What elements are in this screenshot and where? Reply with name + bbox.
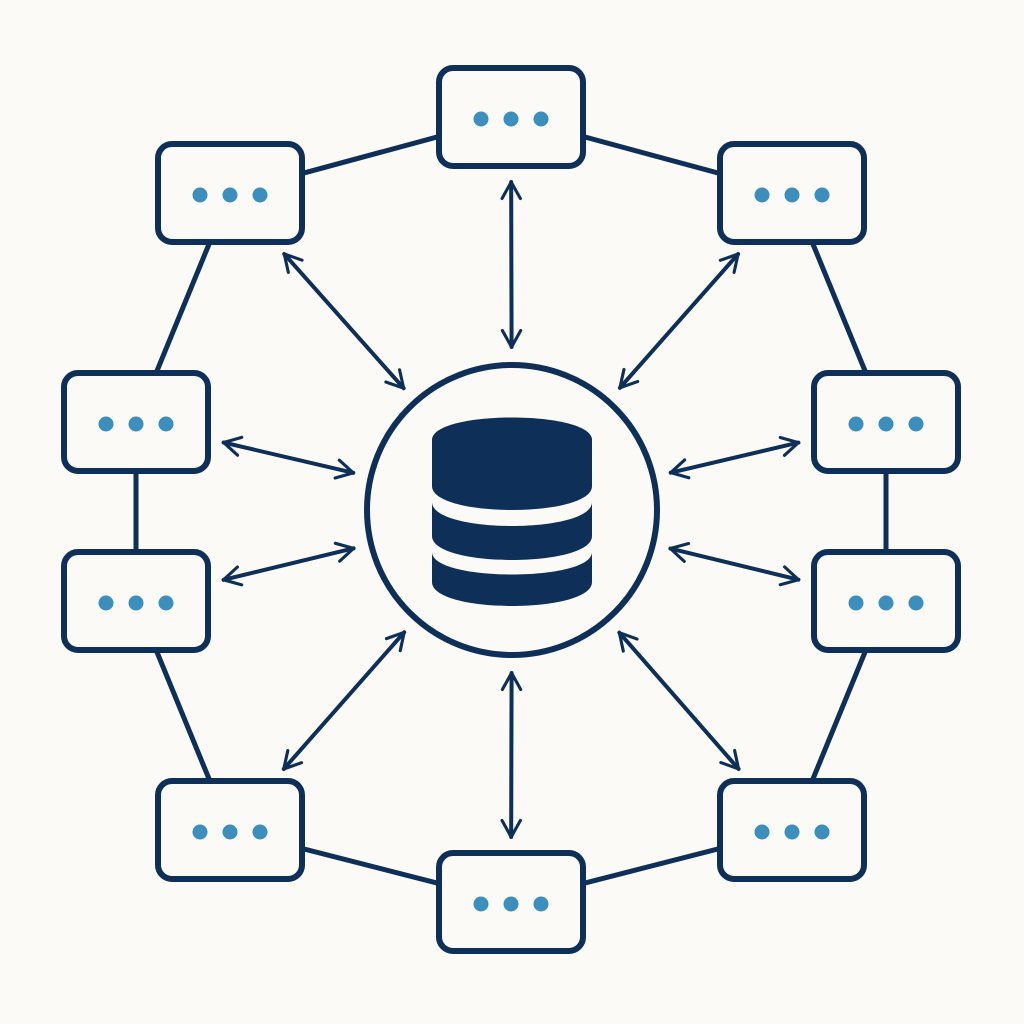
dot — [98, 595, 114, 611]
hub-spokes — [221, 179, 801, 840]
node-box — [61, 549, 211, 653]
dot — [908, 416, 924, 432]
bidirectional-arrow — [282, 251, 406, 391]
node-box — [717, 778, 867, 882]
bidirectional-arrow — [221, 435, 356, 480]
node-box — [61, 370, 211, 474]
dot — [784, 187, 800, 203]
ellipsis-dots-icon — [754, 824, 830, 840]
dot — [848, 595, 864, 611]
dot — [473, 111, 489, 127]
ellipsis-dots-icon — [848, 416, 924, 432]
ellipsis-dots-icon — [192, 824, 268, 840]
database-hub — [364, 362, 660, 658]
dot — [878, 595, 894, 611]
dot — [128, 416, 144, 432]
node-box — [717, 141, 867, 245]
client-nodes — [61, 65, 961, 954]
bidirectional-arrow — [668, 541, 801, 587]
dot — [878, 416, 894, 432]
dot — [222, 187, 238, 203]
dot — [784, 824, 800, 840]
dot — [222, 824, 238, 840]
dot — [814, 824, 830, 840]
ellipsis-dots-icon — [473, 111, 549, 127]
ellipsis-dots-icon — [98, 595, 174, 611]
dot — [754, 824, 770, 840]
node-box — [155, 778, 305, 882]
ellipsis-dots-icon — [192, 187, 268, 203]
database-icon — [432, 417, 592, 606]
node-box — [811, 370, 961, 474]
dot — [98, 416, 114, 432]
dot — [908, 595, 924, 611]
dot — [473, 896, 489, 912]
bidirectional-arrow — [668, 435, 801, 480]
bidirectional-arrow — [221, 541, 356, 587]
dot — [158, 595, 174, 611]
ellipsis-dots-icon — [848, 595, 924, 611]
dot — [533, 896, 549, 912]
bidirectional-arrow — [617, 630, 741, 771]
ellipsis-dots-icon — [98, 416, 174, 432]
node-box — [436, 65, 586, 169]
dot — [503, 896, 519, 912]
dot — [814, 187, 830, 203]
dot — [192, 824, 208, 840]
node-box — [155, 141, 305, 245]
bidirectional-arrow — [617, 251, 741, 390]
dot — [252, 824, 268, 840]
bidirectional-arrow — [281, 630, 407, 771]
ellipsis-dots-icon — [754, 187, 830, 203]
dot — [158, 416, 174, 432]
dot — [252, 187, 268, 203]
node-box — [811, 549, 961, 653]
dot — [533, 111, 549, 127]
dot — [128, 595, 144, 611]
ellipsis-dots-icon — [473, 896, 549, 912]
dot — [848, 416, 864, 432]
dot — [754, 187, 770, 203]
dot — [503, 111, 519, 127]
node-box — [436, 850, 586, 954]
dot — [192, 187, 208, 203]
